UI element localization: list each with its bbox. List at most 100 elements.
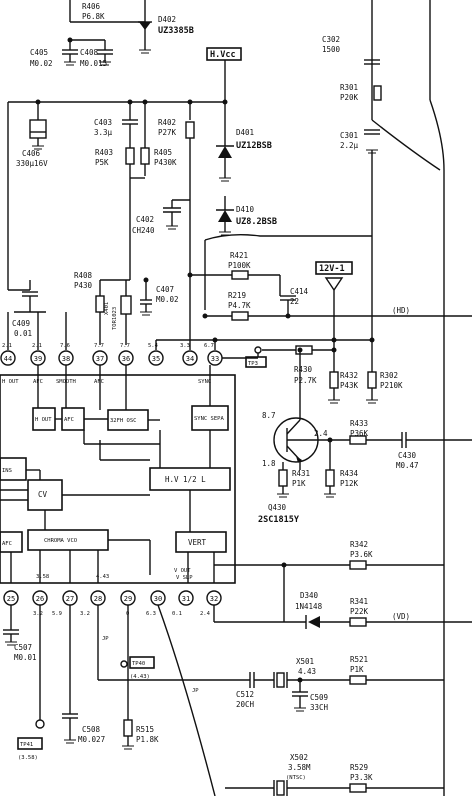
label-r434-value: P12K bbox=[340, 479, 359, 488]
label-r341-value: P22K bbox=[350, 607, 369, 616]
label-d340: D340 bbox=[300, 591, 319, 600]
ic-block-chroma: CHROMA VCO bbox=[27, 529, 109, 551]
resistor-r431 bbox=[277, 462, 289, 498]
svg-text:(4.43): (4.43) bbox=[130, 674, 150, 680]
label-c301: C301 bbox=[340, 131, 358, 140]
svg-text:3.2: 3.2 bbox=[33, 611, 43, 617]
ic-pin-label-443: 4.43 bbox=[96, 574, 109, 580]
ic-pin-35: 35 5.4 bbox=[148, 343, 164, 366]
svg-text:35: 35 bbox=[152, 355, 160, 363]
svg-text:33: 33 bbox=[211, 355, 219, 363]
svg-text:36: 36 bbox=[122, 355, 130, 363]
q430-collector-voltage: 8.7 bbox=[262, 411, 276, 420]
label-x502-std: (NTSC) bbox=[286, 775, 306, 781]
ic-pin-37: 37 7.7 bbox=[92, 343, 108, 366]
ic-pin-30: 30 6.3 bbox=[146, 590, 166, 617]
label-c408: C408 bbox=[80, 48, 99, 57]
ic-block-afc-left: AFC bbox=[0, 531, 23, 553]
tp41-wire bbox=[35, 605, 45, 729]
testpoint-tp41: TP41 (3.58) bbox=[17, 737, 43, 761]
wires-top bbox=[7, 0, 445, 796]
svg-text:31: 31 bbox=[182, 595, 190, 603]
resistor-r403 bbox=[125, 147, 135, 178]
label-r403: R403 bbox=[95, 148, 113, 157]
label-c430: C430 bbox=[398, 451, 417, 460]
hd-signal-line: (HD) bbox=[288, 306, 472, 317]
label-q430: Q430 bbox=[268, 503, 287, 512]
zener-diode-d410 bbox=[216, 196, 234, 236]
hvcc-supply: H.Vcc bbox=[206, 47, 242, 61]
label-r521: R521 bbox=[350, 655, 368, 664]
capacitor-c302 bbox=[364, 59, 380, 65]
label-x501-value: 4.43 bbox=[298, 667, 316, 676]
label-r341: R341 bbox=[350, 597, 368, 606]
label-x401-value: TOR1023 bbox=[112, 307, 118, 330]
label-r219: R219 bbox=[228, 291, 246, 300]
vd-label: (VD) bbox=[392, 612, 410, 621]
label-x501: X501 bbox=[296, 657, 314, 666]
capacitor-c430 bbox=[401, 432, 472, 448]
label-r402: R402 bbox=[158, 118, 176, 127]
resistor-r302 bbox=[366, 340, 378, 404]
label-c406-value: 330µ16V bbox=[16, 159, 48, 168]
ic-pin-25: 25 bbox=[3, 590, 19, 606]
transistor-q430 bbox=[273, 350, 330, 470]
label-r421: R421 bbox=[230, 251, 248, 260]
svg-text:AFC: AFC bbox=[64, 417, 74, 423]
jp-wire: JP JP bbox=[97, 605, 250, 694]
svg-text:5.9: 5.9 bbox=[52, 611, 62, 617]
svg-text:2.4: 2.4 bbox=[200, 611, 211, 617]
svg-text:26: 26 bbox=[36, 595, 44, 603]
svg-text:0.1: 0.1 bbox=[172, 611, 182, 617]
diode-d340 bbox=[213, 565, 350, 629]
zener-diode-d402 bbox=[138, 21, 152, 30]
ic-pin-label-hout: H OUT bbox=[2, 379, 19, 385]
testpoint-tp40: TP40 (4.43) bbox=[120, 656, 155, 680]
capacitor-c508 bbox=[62, 605, 78, 744]
label-r434: R434 bbox=[340, 469, 359, 478]
label-r301-value: P20K bbox=[340, 93, 359, 102]
svg-text:6.7: 6.7 bbox=[204, 343, 214, 349]
label-r406-value: P6.8K bbox=[82, 12, 105, 21]
v12-supply: 12V-1 bbox=[315, 261, 353, 340]
svg-text:27: 27 bbox=[66, 595, 74, 603]
resistor-r529 bbox=[349, 783, 444, 793]
label-c507-value: M0.01 bbox=[14, 653, 37, 662]
ic-pin-36: 36 7.7 bbox=[118, 343, 134, 366]
label-c302: C302 bbox=[322, 35, 340, 44]
label-c301-value: 2.2µ bbox=[340, 141, 359, 150]
ic-pin-33: 33 6.7 bbox=[204, 343, 223, 366]
label-c405-value: M0.02 bbox=[30, 59, 53, 68]
svg-text:32: 32 bbox=[210, 595, 218, 603]
hvcc-label: H.Vcc bbox=[210, 50, 236, 60]
ic-block-ins: INS bbox=[0, 457, 27, 481]
crystal-x502 bbox=[225, 780, 350, 796]
svg-text:7.7: 7.7 bbox=[120, 343, 130, 349]
label-c406: C406 bbox=[22, 149, 41, 158]
label-c414-value: 22 bbox=[290, 297, 299, 306]
resistor-r421 bbox=[190, 270, 281, 296]
resistor-r341: (VD) bbox=[349, 612, 472, 627]
label-d401: D401 bbox=[236, 128, 254, 137]
resistor-r433 bbox=[330, 435, 402, 445]
capacitor-c408 bbox=[97, 49, 113, 66]
label-r430: R430 bbox=[294, 365, 313, 374]
ic-block-hvl: H.V 1/2 L bbox=[149, 467, 231, 491]
svg-text:CV: CV bbox=[38, 490, 48, 499]
q430-emitter-voltage: 1.8 bbox=[262, 459, 276, 468]
capacitor-c509 bbox=[292, 680, 308, 712]
label-c302-value: 1500 bbox=[322, 45, 341, 54]
ic-pin-27: 27 5.9 bbox=[52, 590, 78, 617]
label-c509: C509 bbox=[310, 693, 328, 702]
q430-base-voltage: 2.4 bbox=[314, 429, 328, 438]
resistor-r408 bbox=[95, 295, 105, 345]
label-r405-value: P430K bbox=[154, 158, 177, 167]
zener-diode-d401 bbox=[216, 130, 234, 158]
svg-text:44: 44 bbox=[4, 355, 12, 363]
label-r403-value: P5K bbox=[95, 158, 109, 167]
label-r406: R406 bbox=[82, 2, 101, 11]
label-r431: R431 bbox=[292, 469, 310, 478]
svg-text:TP41: TP41 bbox=[20, 742, 33, 748]
label-c507: C507 bbox=[14, 643, 32, 652]
